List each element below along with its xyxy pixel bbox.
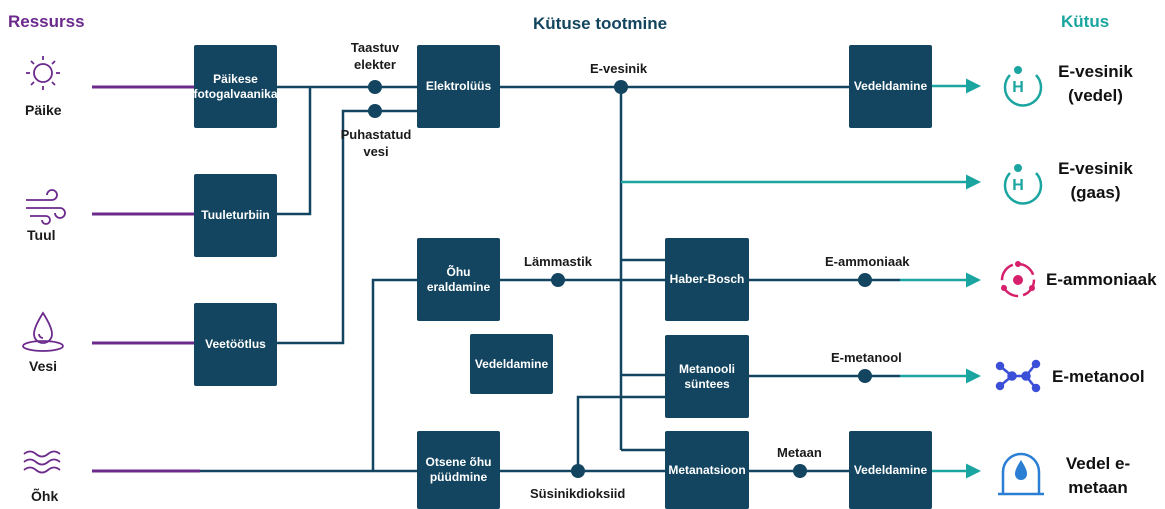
wind-icon	[26, 189, 66, 225]
water-drop-icon	[22, 311, 64, 352]
electrolysis-box: Elektrolüüs	[417, 45, 500, 128]
lng-tank-icon	[998, 452, 1044, 496]
liquefaction-mid-box: Vedeldamine	[470, 334, 553, 394]
fuel-lng-label: Vedel e-metaan	[1065, 454, 1131, 497]
production-header: Kütuse tootmine	[533, 14, 668, 33]
solar-pv-box: Päikese fotogalvaanika	[193, 45, 278, 128]
fuel-methanol-label: E-metanool	[1052, 367, 1145, 386]
resource-wind-label: Tuul	[27, 227, 56, 243]
air-separation-box: Õhu eraldamine	[417, 238, 500, 321]
renewable-power-node	[368, 80, 382, 94]
resource-sun-label: Päike	[25, 102, 62, 118]
nitrogen-label: Lämmastik	[524, 254, 592, 269]
fuel-liquid-hydrogen-label: E-vesinik (vedel)	[1058, 62, 1133, 105]
wind-turbine-box: Tuuleturbiin	[194, 174, 277, 257]
liquefaction-top-box: Vedeldamine	[849, 45, 932, 128]
haber-bosch-box: Haber-Bosch	[665, 238, 749, 321]
resource-air-label: Õhk	[31, 488, 59, 504]
fuel-ammonia-label: E-ammoniaak	[1046, 270, 1157, 289]
e-ammonia-flow-label: E-ammoniaak	[825, 254, 910, 269]
co2-label: Süsinikdioksiid	[530, 486, 626, 501]
renewable-power-label: Taastuv elekter	[350, 40, 400, 72]
methane-node	[793, 464, 807, 478]
water-treatment-box: Veetöötlus	[194, 303, 277, 386]
direct-air-capture-box: Otsene õhu püüdmine	[417, 431, 500, 509]
liquefaction-bottom-box: Vedeldamine	[849, 431, 932, 509]
svg-text:H: H	[1012, 79, 1024, 96]
methanation-box: Metanatsioon	[665, 431, 749, 509]
resources-header: Ressurss	[8, 12, 85, 31]
methanol-icon	[995, 359, 1041, 393]
e-hydrogen-flow-label: E-vesinik	[590, 61, 648, 76]
purified-water-node	[368, 104, 382, 118]
hydrogen-icon: H	[1003, 66, 1043, 107]
ammonia-icon	[1000, 261, 1036, 298]
purified-water-label: Puhastatud vesi	[340, 127, 412, 159]
e-methanol-flow-label: E-metanool	[831, 350, 902, 365]
svg-text:H: H	[1012, 177, 1024, 194]
co2-node	[571, 464, 585, 478]
resource-water-label: Vesi	[29, 358, 58, 374]
methane-label: Metaan	[777, 445, 822, 460]
sun-icon	[26, 56, 60, 90]
methanol-synthesis-box: Metanooli süntees	[665, 335, 749, 418]
hydrogen-node	[614, 80, 628, 94]
ammonia-node	[858, 273, 872, 287]
nitrogen-node	[551, 273, 565, 287]
fuel-header: Kütus	[1061, 12, 1110, 31]
hydrogen-icon: H	[1003, 164, 1043, 205]
air-waves-icon	[23, 450, 61, 474]
fuel-gas-hydrogen-label: E-vesinik (gaas)	[1058, 159, 1133, 202]
methanol-node	[858, 369, 872, 383]
